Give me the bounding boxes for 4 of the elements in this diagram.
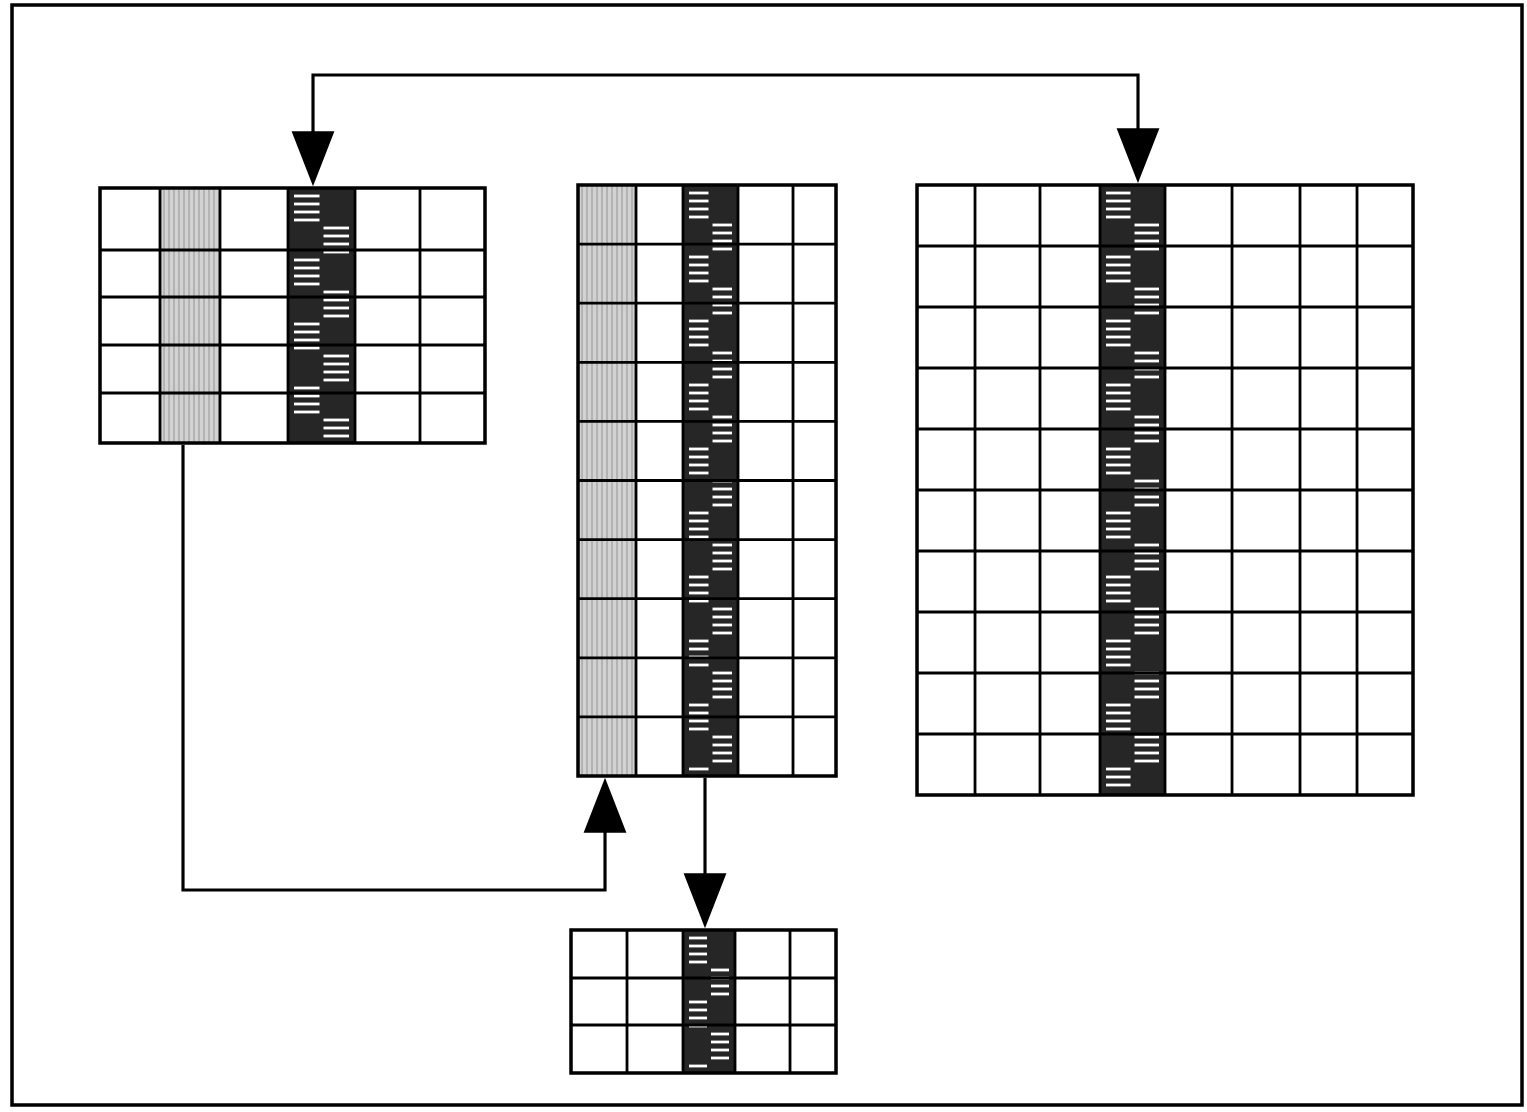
grid-table [576,183,838,778]
grid-table [915,183,1415,797]
grid-table [569,928,838,1075]
grid-table [98,186,487,445]
